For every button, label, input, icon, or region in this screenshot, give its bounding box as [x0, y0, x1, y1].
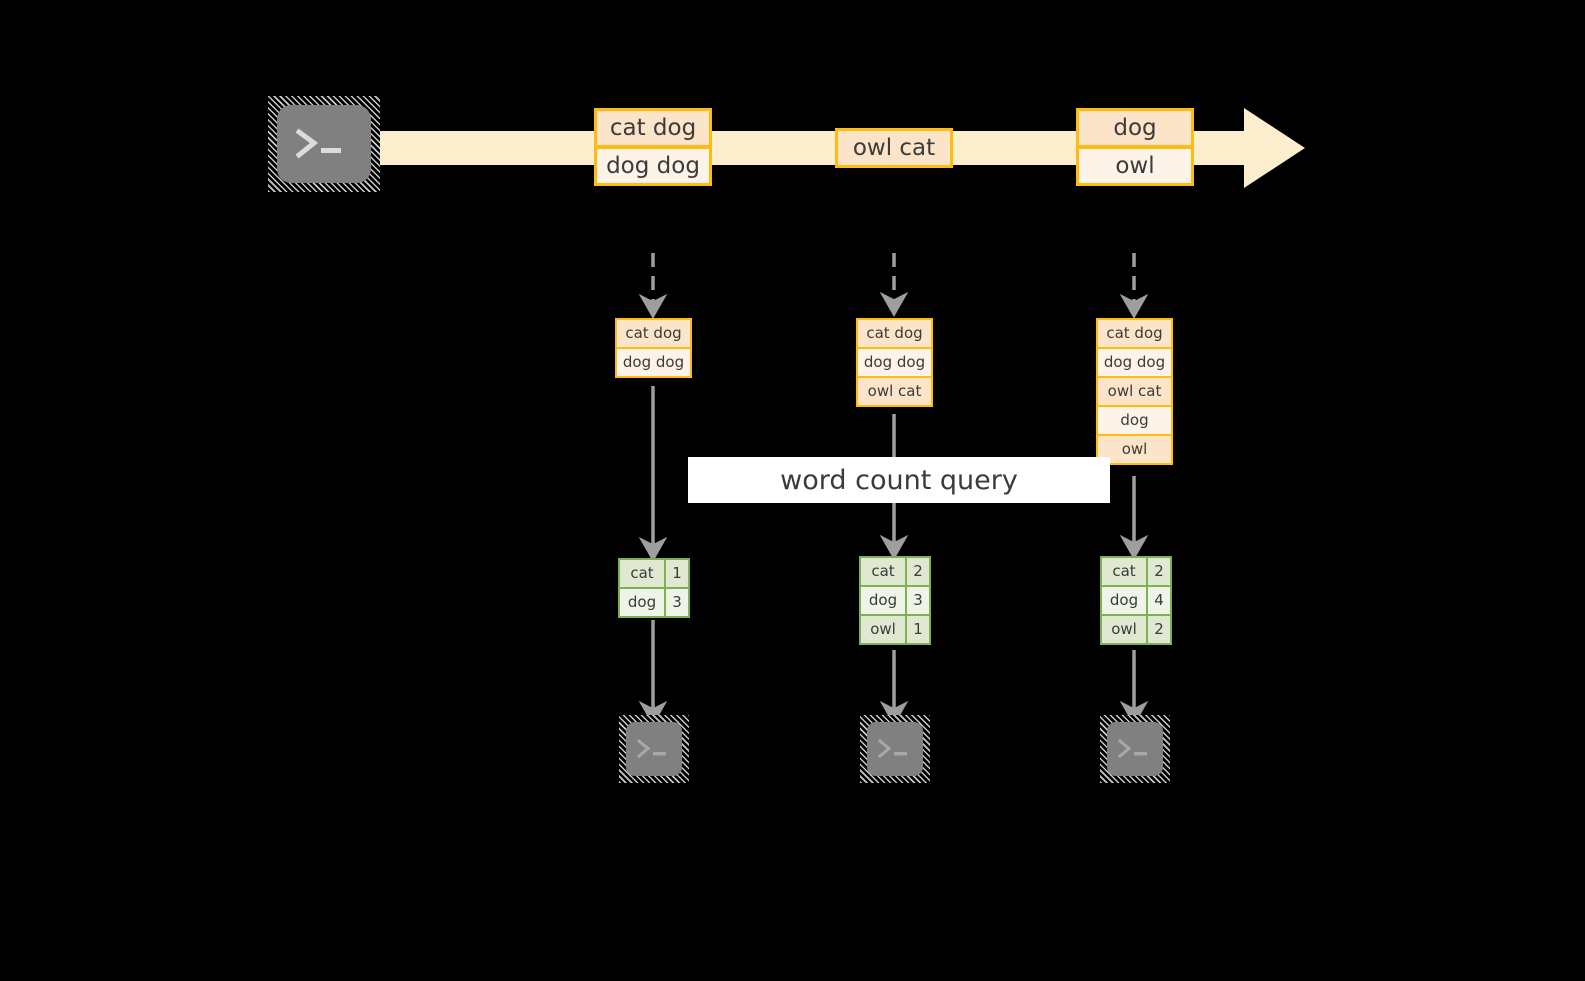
result-word: cat [618, 558, 666, 589]
terminal-screen [626, 722, 682, 776]
terminal-prompt-icon [277, 105, 371, 183]
table-row[interactable]: cat 2 [859, 556, 931, 587]
snapshot-row[interactable]: dog dog [615, 347, 692, 378]
snapshot-row[interactable]: owl cat [856, 376, 933, 407]
snapshot-row[interactable]: dog dog [1096, 347, 1173, 378]
source-terminal-icon[interactable] [268, 96, 380, 192]
result-count: 4 [1146, 585, 1172, 616]
sink-terminal-icon[interactable] [619, 715, 689, 783]
query-label-text: word count query [780, 464, 1018, 496]
snapshot-row[interactable]: dog dog [856, 347, 933, 378]
snapshot-row[interactable]: owl cat [1096, 376, 1173, 407]
stream-record[interactable]: dog dog [594, 146, 712, 186]
stream-record[interactable]: dog [1076, 108, 1194, 148]
result-count: 1 [905, 614, 931, 645]
snapshot-row[interactable]: cat dog [615, 318, 692, 349]
stream-record[interactable]: owl [1076, 146, 1194, 186]
sink-terminal-icon[interactable] [1100, 715, 1170, 783]
result-word: dog [1100, 585, 1148, 616]
snapshot-row[interactable]: cat dog [1096, 318, 1173, 349]
terminal-screen [277, 105, 371, 183]
snapshot-row[interactable]: cat dog [856, 318, 933, 349]
snapshot-row[interactable]: dog [1096, 405, 1173, 436]
terminal-screen [1107, 722, 1163, 776]
table-row[interactable]: dog 4 [1100, 585, 1172, 616]
result-word: dog [859, 585, 907, 616]
stream-record[interactable]: owl cat [835, 128, 953, 168]
result-word: owl [1100, 614, 1148, 645]
terminal-prompt-icon [626, 722, 682, 776]
result-table: cat 2 dog 3 owl 1 [859, 556, 931, 645]
snapshot-row[interactable]: owl [1096, 434, 1173, 465]
terminal-screen [867, 722, 923, 776]
result-word: dog [618, 587, 666, 618]
query-label: word count query [688, 457, 1110, 503]
table-row[interactable]: owl 2 [1100, 614, 1172, 645]
table-row[interactable]: cat 2 [1100, 556, 1172, 587]
table-row[interactable]: dog 3 [618, 587, 690, 618]
sink-terminal-icon[interactable] [860, 715, 930, 783]
result-count: 1 [664, 558, 690, 589]
snapshot-stack: cat dog dog dog owl cat [856, 318, 933, 407]
result-word: cat [859, 556, 907, 587]
result-count: 3 [664, 587, 690, 618]
snapshot-stack: cat dog dog dog owl cat dog owl [1096, 318, 1173, 465]
terminal-prompt-icon [867, 722, 923, 776]
result-table: cat 2 dog 4 owl 2 [1100, 556, 1172, 645]
result-table: cat 1 dog 3 [618, 558, 690, 618]
result-word: cat [1100, 556, 1148, 587]
stream-record[interactable]: cat dog [594, 108, 712, 148]
table-row[interactable]: owl 1 [859, 614, 931, 645]
table-row[interactable]: dog 3 [859, 585, 931, 616]
terminal-prompt-icon [1107, 722, 1163, 776]
result-word: owl [859, 614, 907, 645]
result-count: 2 [1146, 614, 1172, 645]
result-count: 2 [1146, 556, 1172, 587]
snapshot-stack: cat dog dog dog [615, 318, 692, 378]
result-count: 3 [905, 585, 931, 616]
result-count: 2 [905, 556, 931, 587]
table-row[interactable]: cat 1 [618, 558, 690, 589]
